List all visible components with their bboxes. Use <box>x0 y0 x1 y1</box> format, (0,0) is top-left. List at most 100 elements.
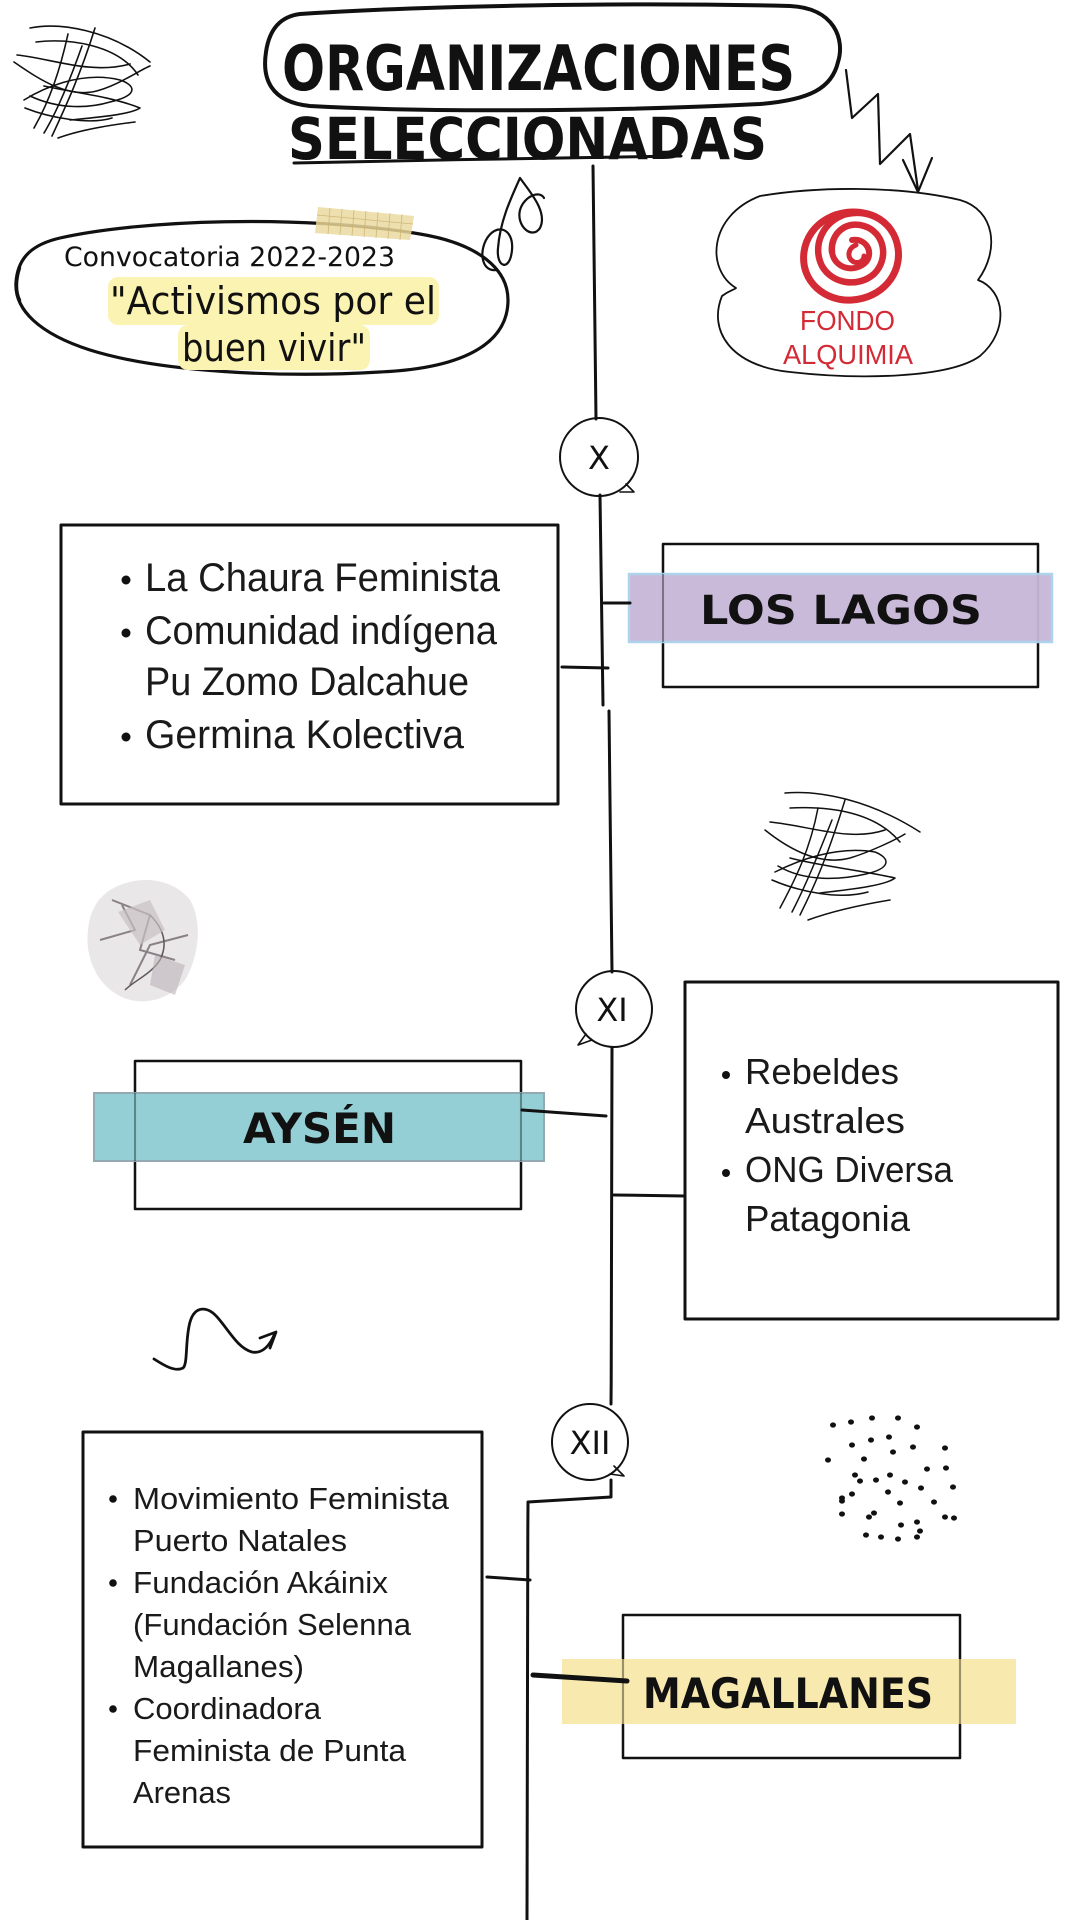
connector-line <box>485 1575 532 1582</box>
org-item-cont: Puerto Natales <box>133 1523 347 1558</box>
los-lagos-org-list: La Chaura Feminista Comunidad indígena P… <box>121 556 501 757</box>
bullet-icon <box>109 1705 117 1713</box>
dot-mark <box>890 1449 896 1455</box>
cloud-stroke-accent <box>15 266 22 302</box>
dot-mark <box>839 1511 845 1517</box>
timeline-line <box>525 164 614 1920</box>
dot-mark <box>852 1472 858 1478</box>
dot-mark <box>924 1466 930 1472</box>
dot-mark <box>917 1528 923 1534</box>
org-item: Comunidad indígena <box>145 609 498 653</box>
call-name-line-1: "Activismos por el <box>110 279 436 323</box>
bullet-icon <box>121 628 131 638</box>
logo-line-1: FONDO <box>800 305 895 336</box>
org-item-cont: Feminista de Punta <box>133 1733 407 1768</box>
dot-mark <box>825 1457 831 1463</box>
org-item: Coordinadora <box>133 1691 322 1726</box>
spiral-logo-icon <box>800 208 902 304</box>
org-item-cont: Magallanes) <box>133 1649 304 1684</box>
dot-mark <box>943 1465 949 1471</box>
dot-mark <box>885 1489 891 1495</box>
aysen-list-box <box>683 980 1060 1321</box>
dot-mark <box>931 1499 937 1505</box>
dot-mark <box>873 1477 879 1483</box>
dot-mark <box>942 1445 948 1451</box>
dot-mark <box>848 1419 854 1425</box>
dot-mark <box>863 1532 869 1538</box>
dot-mark <box>910 1444 916 1450</box>
scribble-icon <box>13 25 151 139</box>
region-numeral-x: X <box>559 417 639 497</box>
dot-mark <box>871 1510 877 1516</box>
call-name-line-2: buen vivir" <box>182 326 366 370</box>
dot-mark <box>918 1485 924 1491</box>
dot-mark <box>839 1498 845 1504</box>
scribble-icon <box>764 791 921 921</box>
dot-mark <box>897 1500 903 1506</box>
loop-doodle-icon <box>481 176 546 272</box>
region-name-aysen: AYSÉN <box>243 1103 396 1153</box>
org-item: Germina Kolectiva <box>145 713 465 757</box>
dot-mark <box>857 1478 863 1484</box>
numeral-label: X <box>588 439 610 477</box>
dot-mark <box>914 1424 920 1430</box>
org-item-cont: Patagonia <box>745 1198 911 1239</box>
dot-mark <box>942 1514 948 1520</box>
title-underline <box>292 154 683 165</box>
dot-mark <box>878 1534 884 1540</box>
dot-mark <box>886 1434 892 1440</box>
org-item-cont: Pu Zomo Dalcahue <box>145 660 469 704</box>
org-item-cont: Australes <box>745 1100 905 1141</box>
dot-mark <box>869 1415 875 1421</box>
org-item-cont: (Fundación Selenna <box>133 1607 412 1642</box>
org-item-cont: Arenas <box>133 1775 231 1810</box>
aysen-band <box>93 1092 545 1162</box>
region-name-los-lagos: LOS LAGOS <box>700 588 982 634</box>
quote-highlight <box>108 277 439 325</box>
tape-icon <box>315 207 414 241</box>
bullet-icon <box>121 575 131 585</box>
dot-mark <box>902 1479 908 1485</box>
dot-cluster-icon <box>825 1415 957 1542</box>
dot-mark <box>861 1456 867 1462</box>
bullet-icon <box>109 1579 117 1587</box>
dot-mark <box>849 1491 855 1497</box>
org-item: ONG Diversa <box>745 1149 954 1190</box>
connector-line <box>612 1193 687 1198</box>
dot-mark <box>895 1536 901 1542</box>
magallanes-org-list: Movimiento Feminista Puerto Natales Fund… <box>109 1481 450 1810</box>
dot-mark <box>868 1437 874 1443</box>
dot-mark <box>830 1422 836 1428</box>
org-item: Rebeldes <box>745 1051 899 1092</box>
bullet-icon <box>722 1071 730 1079</box>
aysen-org-list: Rebeldes Australes ONG Diversa Patagonia <box>722 1051 954 1239</box>
connector-line <box>560 665 610 670</box>
title-oval <box>263 2 843 113</box>
region-numeral-xii: XII <box>551 1403 629 1481</box>
crumpled-paper-icon <box>87 879 198 1002</box>
connector-line <box>530 1672 630 1684</box>
zigzag-arrow-icon <box>844 68 934 194</box>
dot-mark <box>866 1514 872 1520</box>
bullet-icon <box>109 1495 117 1503</box>
dot-mark <box>898 1522 904 1528</box>
squiggle-arrow-icon <box>152 1307 278 1371</box>
magallanes-band <box>562 1659 1016 1724</box>
region-name-magallanes: MAGALLANES <box>643 1669 933 1718</box>
dot-mark <box>895 1415 901 1421</box>
quote-highlight-2 <box>178 325 370 370</box>
bullet-icon <box>121 732 131 742</box>
dot-mark <box>914 1534 920 1540</box>
magallanes-list-box <box>81 1430 484 1849</box>
logo-line-2: ALQUIMIA <box>783 339 913 370</box>
title-line-1: ORGANIZACIONES <box>282 32 795 105</box>
org-item: La Chaura Feminista <box>145 556 501 600</box>
org-item: Fundación Akáinix <box>133 1565 388 1600</box>
los-lagos-band <box>627 572 1054 644</box>
logo-cloud <box>715 188 1002 378</box>
dot-mark <box>887 1472 893 1478</box>
dot-mark <box>914 1519 920 1525</box>
numeral-label: XII <box>570 1424 611 1462</box>
bullet-icon <box>722 1169 730 1177</box>
